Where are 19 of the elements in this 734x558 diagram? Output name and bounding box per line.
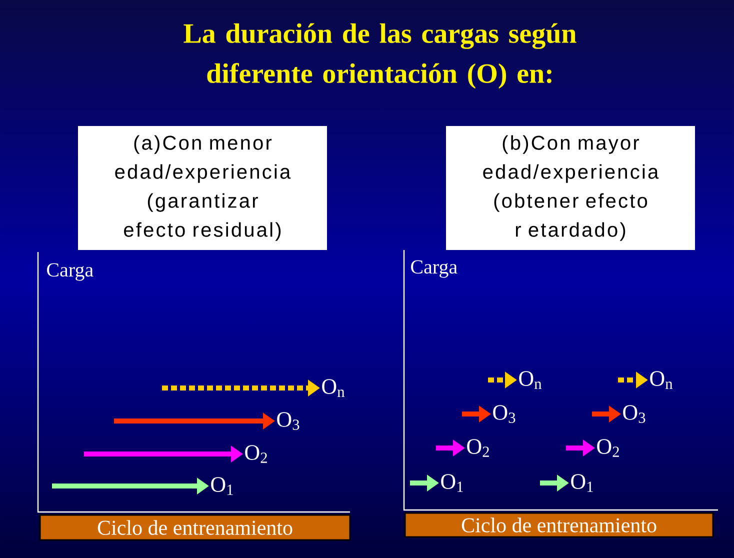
orientation-label: O$_{1}$ — [571, 474, 593, 492]
orientation-label: O$_{3}$ — [493, 405, 516, 423]
text-box: (b)Con mayor edad/experiencia (obtener efecto r etardado) — [446, 126, 695, 250]
orientation-label: O$_{2}$ — [245, 445, 267, 463]
orientation-label: O$_{2}$ — [597, 439, 619, 457]
text-box: (a)Con menor edad/experiencia (garantizar efecto residual) — [78, 126, 327, 250]
orientation-label: O$_{n}$ — [322, 379, 345, 397]
orientation-label: O$_{1}$ — [211, 477, 233, 495]
orientation-label: O$_{3}$ — [623, 405, 646, 423]
orientation-label: O$_{2}$ — [467, 439, 489, 457]
title: La duración de las cargas según diferente orientación (O) en: — [184, 23, 576, 89]
axis-bar: Ciclo de entrenamiento — [39, 514, 351, 541]
axis-label: Carga — [411, 260, 458, 278]
orientation-label: O$_{n}$ — [650, 371, 673, 389]
orientation-label: O$_{n}$ — [519, 371, 542, 389]
orientation-label: O$_{3}$ — [277, 412, 300, 430]
axis-label: Carga — [47, 263, 94, 281]
orientation-label: O$_{1}$ — [441, 474, 463, 492]
axis-bar: Ciclo de entrenamiento — [404, 512, 714, 538]
